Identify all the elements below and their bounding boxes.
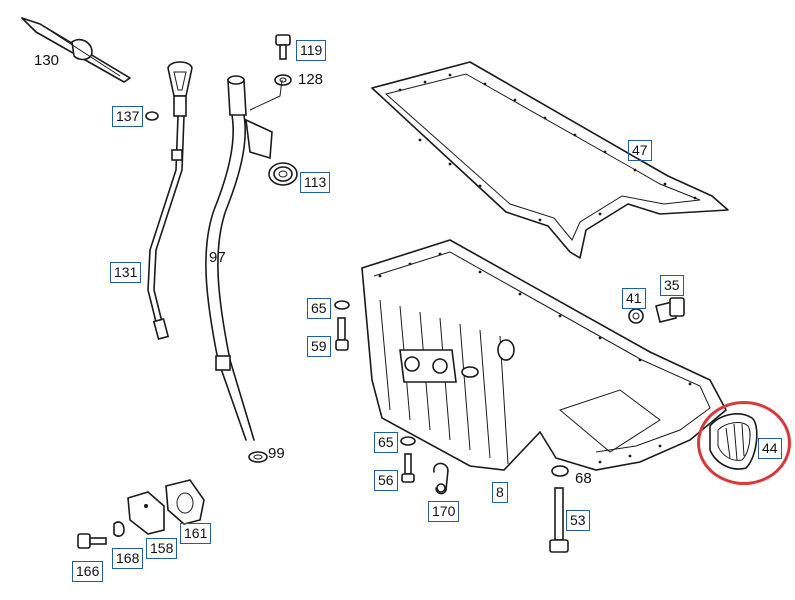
label-113: 113 (300, 172, 331, 193)
part-99-seal-drawing (248, 451, 268, 463)
label-158: 158 (146, 538, 178, 559)
label-166: 166 (72, 561, 104, 582)
part-65-lower-washer-drawing (400, 436, 416, 446)
part-97-tube-drawing (205, 75, 283, 441)
part-161-gasket-drawing (165, 479, 205, 525)
part-35-plug-drawing (655, 297, 685, 323)
part-53-bolt-drawing (549, 487, 569, 553)
label-59: 59 (307, 336, 331, 357)
label-8: 8 (492, 482, 508, 503)
part-56-bolt-drawing (401, 453, 415, 483)
label-53: 53 (566, 510, 590, 531)
label-44: 44 (758, 438, 782, 459)
part-158-plate-drawing (127, 491, 165, 535)
label-137: 137 (112, 106, 144, 127)
part-59-bolt-drawing (335, 317, 349, 351)
label-119: 119 (296, 40, 327, 61)
part-47-gasket-drawing (371, 61, 729, 259)
part-168-washer-drawing (113, 521, 125, 537)
label-65-lower: 65 (374, 432, 398, 453)
label-65-upper: 65 (307, 298, 331, 319)
label-47: 47 (628, 140, 652, 161)
label-130: 130 (34, 52, 60, 69)
highlight-ring (697, 401, 791, 485)
label-170: 170 (428, 501, 460, 522)
part-113-grommet-drawing (268, 162, 298, 186)
label-161: 161 (180, 523, 212, 544)
part-128-washer-drawing (274, 74, 292, 86)
label-41: 41 (622, 288, 646, 309)
label-128: 128 (298, 71, 324, 88)
label-68: 68 (575, 470, 592, 487)
part-130-guide-drawing (21, 17, 131, 83)
label-35: 35 (660, 275, 684, 296)
part-137-ring-drawing (145, 111, 159, 121)
part-170-clip-drawing (433, 462, 449, 495)
part-131-dipstick-drawing (147, 61, 193, 340)
part-119-bolt-drawing (275, 34, 291, 60)
label-97: 97 (209, 249, 226, 266)
part-68-washer-drawing (551, 465, 569, 477)
label-99: 99 (268, 445, 285, 462)
part-166-bolt-drawing (77, 533, 107, 549)
label-56: 56 (374, 470, 398, 491)
part-8-oil-pan-drawing (361, 239, 728, 471)
part-65-upper-washer-drawing (334, 300, 350, 310)
part-41-washer-drawing (628, 308, 644, 324)
label-131: 131 (110, 262, 142, 283)
label-168: 168 (112, 548, 144, 569)
